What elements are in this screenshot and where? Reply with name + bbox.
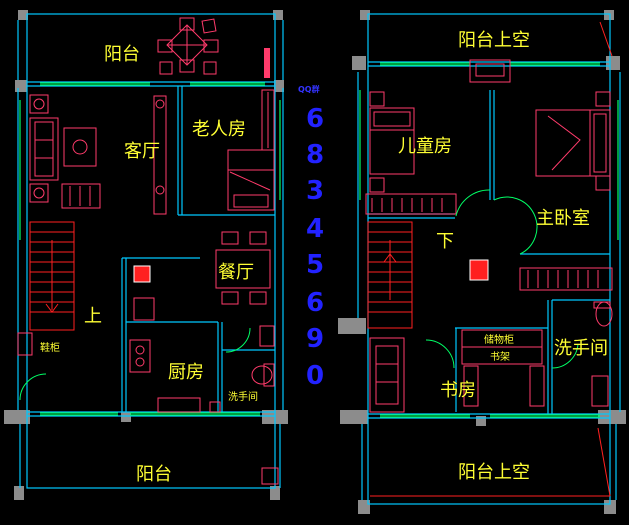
dining-room-label: 餐厅 bbox=[218, 262, 254, 283]
master-bed bbox=[519, 91, 613, 291]
stairs-up-label: 上 bbox=[84, 306, 102, 327]
floor1-plan: 阳台 客厅 老人房 餐厅 上 鞋柜 厨房 洗手间 阳台 bbox=[4, 10, 288, 500]
digit-5: 5 bbox=[306, 250, 324, 280]
ac-unit-inner bbox=[475, 63, 505, 77]
floor1-living-furniture bbox=[17, 94, 167, 356]
floor2-washroom-fixtures bbox=[591, 301, 613, 407]
floor2-doors bbox=[425, 189, 579, 369]
washroom-small-label: 洗手间 bbox=[228, 390, 258, 403]
floor1-windows bbox=[19, 82, 281, 416]
balcony-bottom-label: 阳台 bbox=[136, 464, 172, 485]
floor1-doors bbox=[19, 327, 251, 401]
ac-unit bbox=[469, 59, 511, 83]
digit-6: 6 bbox=[306, 288, 324, 318]
digit-8: 0 bbox=[306, 361, 324, 391]
living-room-label: 客厅 bbox=[124, 141, 160, 162]
floor1-balcony-table bbox=[157, 17, 219, 75]
balcony-void-bottom-label: 阳台上空 bbox=[458, 462, 530, 483]
digit-3: 3 bbox=[306, 176, 324, 206]
digit-1: 6 bbox=[306, 104, 324, 134]
stairs-down-label: 下 bbox=[436, 231, 454, 252]
qq-label: QQ群 bbox=[298, 84, 320, 94]
master-bedroom-label: 主卧室 bbox=[536, 208, 590, 229]
floor2-windows bbox=[359, 62, 619, 418]
floor2-plan: 阳台上空 儿童房 主卧室 下 储物柜 书架 洗手间 书房 阳台上空 bbox=[338, 10, 626, 514]
shoe-cabinet-label: 鞋柜 bbox=[40, 341, 60, 354]
floor1-elder-bed bbox=[227, 89, 275, 211]
floor2-void-lines bbox=[370, 21, 613, 497]
elder-room-label: 老人房 bbox=[192, 119, 246, 140]
kids-room-label: 儿童房 bbox=[398, 136, 452, 157]
floor1-flue-block bbox=[133, 265, 151, 283]
study-furniture bbox=[369, 329, 545, 413]
contact-number: QQ群 6 8 3 4 5 6 9 0 bbox=[298, 84, 324, 391]
kids-bed bbox=[365, 91, 457, 215]
floor1-washroom-fixtures bbox=[251, 325, 275, 387]
floor2-walls bbox=[357, 13, 621, 505]
floor2-flue-block bbox=[469, 259, 489, 281]
floor1-stairs bbox=[29, 221, 75, 331]
floor2-stairs bbox=[367, 221, 413, 329]
study-label: 书房 bbox=[440, 380, 476, 401]
floor1-kitchen-fixtures bbox=[129, 297, 221, 413]
digit-7: 9 bbox=[306, 324, 324, 354]
balcony-top-label: 阳台 bbox=[104, 44, 140, 65]
floor1-walls bbox=[17, 13, 284, 489]
floor1-dining-set bbox=[215, 231, 271, 305]
digit-4: 4 bbox=[306, 214, 324, 244]
balcony-void-top-label: 阳台上空 bbox=[458, 30, 530, 51]
storage-cabinet-label: 储物柜 bbox=[484, 333, 514, 346]
kitchen-label: 厨房 bbox=[168, 362, 204, 383]
washroom-label: 洗手间 bbox=[554, 338, 608, 359]
floor1-marks bbox=[261, 48, 279, 485]
digit-2: 8 bbox=[306, 140, 324, 170]
bookshelf-label: 书架 bbox=[490, 351, 510, 363]
